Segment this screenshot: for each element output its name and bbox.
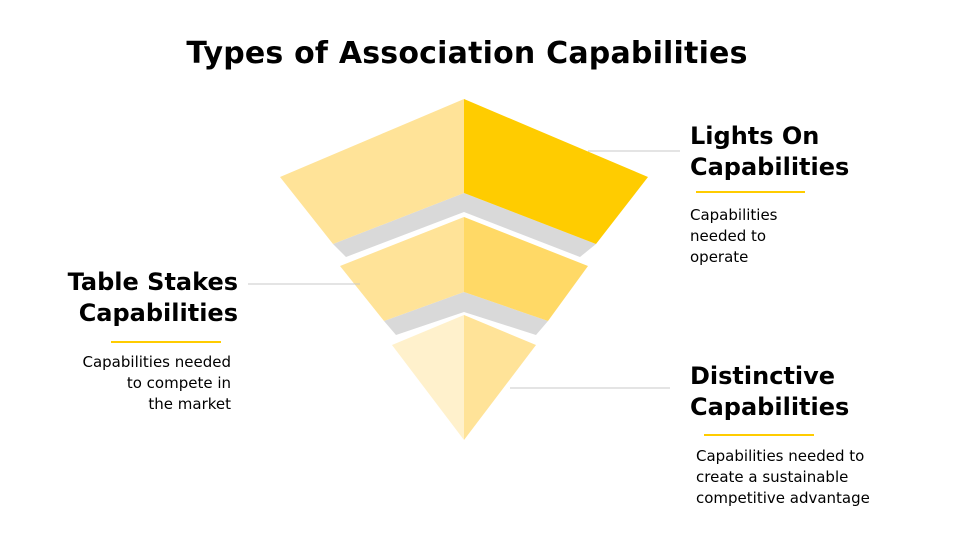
distinctive-heading: Distinctive Capabilities xyxy=(690,361,849,423)
table-stakes-desc-line2: to compete in xyxy=(126,374,231,392)
top-tier-right-face xyxy=(464,99,648,244)
distinctive-description: Capabilities needed to create a sustaina… xyxy=(696,446,870,509)
middle-tier-right-face xyxy=(464,217,588,321)
bottom-tier-right-face xyxy=(464,315,536,440)
table-stakes-accent-rule xyxy=(111,341,221,343)
lights-on-desc-line1: Capabilities xyxy=(690,206,778,224)
table-stakes-description: Capabilities needed to compete in the ma… xyxy=(30,352,232,415)
lights-on-accent-rule xyxy=(696,191,805,193)
middle-tier-left-face xyxy=(340,217,464,321)
table-stakes-desc-line1: Capabilities needed xyxy=(82,353,232,371)
table-stakes-heading-line2: Capabilities xyxy=(78,299,238,327)
gap-top xyxy=(333,193,596,257)
distinctive-desc-line2: create a sustainable xyxy=(696,468,849,486)
lights-on-description: Capabilities needed to operate xyxy=(690,205,778,268)
table-stakes-heading-line1: Table Stakes xyxy=(67,268,238,296)
page-title: Types of Association Capabilities xyxy=(186,36,748,71)
lights-on-heading-line1: Lights On xyxy=(690,122,820,150)
gap-bottom xyxy=(384,292,548,335)
lights-on-heading-line2: Capabilities xyxy=(690,153,850,181)
distinctive-desc-line3: competitive advantage xyxy=(696,489,870,507)
top-tier-left-face xyxy=(280,99,464,244)
distinctive-heading-line2: Capabilities xyxy=(690,393,850,421)
lights-on-desc-line2: needed to xyxy=(690,227,767,245)
distinctive-heading-line1: Distinctive xyxy=(690,362,836,390)
distinctive-desc-line1: Capabilities needed to xyxy=(696,447,865,465)
bottom-tier-left-face xyxy=(392,315,464,440)
lights-on-heading: Lights On Capabilities xyxy=(690,121,849,183)
distinctive-accent-rule xyxy=(704,434,814,436)
lights-on-desc-line3: operate xyxy=(690,248,749,266)
table-stakes-heading: Table Stakes Capabilities xyxy=(40,267,238,329)
table-stakes-desc-line3: the market xyxy=(148,395,231,413)
